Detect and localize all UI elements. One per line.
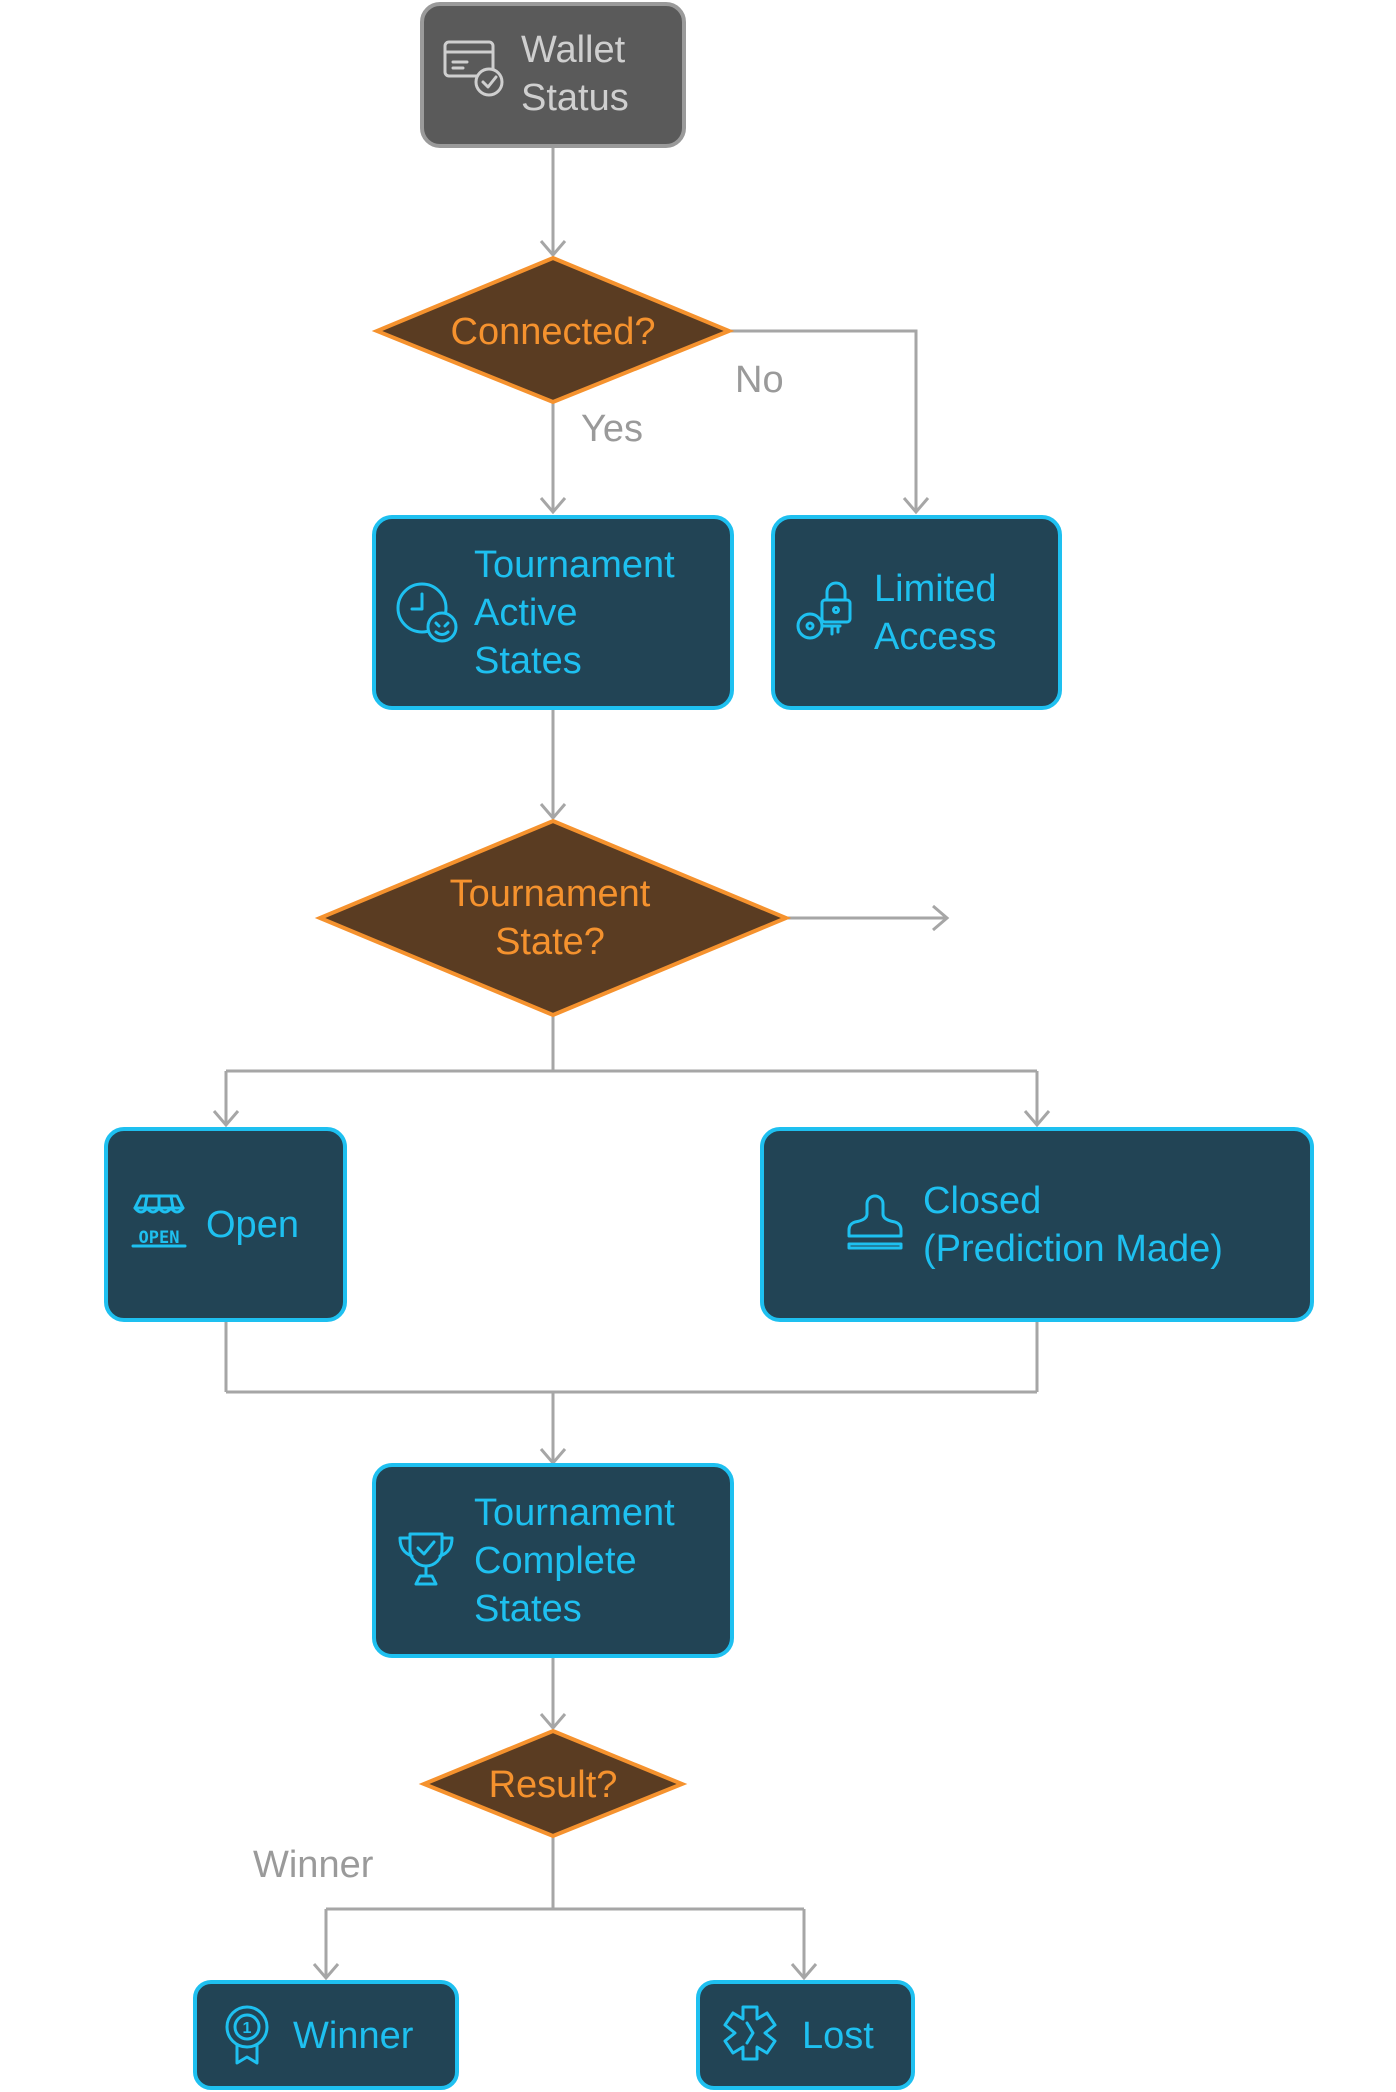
result-diamond <box>418 1728 688 1839</box>
arrowhead <box>1023 1110 1051 1128</box>
connected-diamond <box>371 255 735 405</box>
arrowhead <box>312 1963 340 1981</box>
tournament-complete-line-1: Tournament <box>474 1492 675 1534</box>
key-lock-icon <box>796 581 852 640</box>
tournament-complete-line-3: States <box>474 1588 582 1630</box>
lost-label: Lost <box>802 2015 874 2057</box>
wallet-status-box <box>420 2 686 148</box>
edge-label-winner: Winner <box>253 1844 374 1886</box>
clock-emoji-icon <box>396 582 458 643</box>
decision-connected[interactable]: Connected? <box>371 255 735 405</box>
edge-label-yes: Yes <box>581 408 643 450</box>
edge-merge-to-complete <box>224 1320 1039 1463</box>
connected-label: Connected? <box>451 311 656 353</box>
arrowhead <box>539 240 567 258</box>
edge-result-branch <box>324 1836 806 1978</box>
open-label: Open <box>206 1204 299 1246</box>
limited-access-box <box>771 515 1062 710</box>
edge-label-no: No <box>735 359 784 401</box>
arrowhead <box>539 1713 567 1731</box>
node-wallet-status[interactable]: Wallet Status <box>420 2 686 148</box>
edge-connected-no <box>729 329 918 512</box>
tournament-active-line-3: States <box>474 640 582 682</box>
connectors <box>212 146 1051 1981</box>
winner-box <box>193 1980 459 2090</box>
trophy-check-icon <box>398 1532 454 1586</box>
node-limited-access[interactable]: Limited Access <box>771 515 1062 710</box>
arrowhead <box>539 803 567 821</box>
node-lost[interactable]: Lost <box>696 1980 915 2090</box>
limited-access-line-1: Limited <box>874 568 997 610</box>
node-winner[interactable]: 1 Winner <box>193 1980 459 2090</box>
arrowhead <box>902 497 930 515</box>
tournament-state-line-2: State? <box>495 921 605 963</box>
open-box <box>104 1127 347 1322</box>
arrowhead <box>539 497 567 515</box>
wallet-check-icon <box>443 40 504 97</box>
arrowhead <box>790 1963 818 1981</box>
wallet-status-line-1: Wallet <box>521 29 626 71</box>
decision-tournament-state[interactable]: Tournament State? <box>314 818 792 1018</box>
wallet-status-line-2: Status <box>521 77 629 119</box>
node-tournament-complete-states[interactable]: Tournament Complete States <box>372 1463 734 1658</box>
tournament-active-line-1: Tournament <box>474 544 675 586</box>
tournament-complete-box <box>372 1463 734 1658</box>
decision-result[interactable]: Result? <box>418 1728 688 1839</box>
closed-line-1: Closed <box>923 1180 1041 1222</box>
svg-text:1: 1 <box>243 2020 252 2037</box>
tournament-complete-line-2: Complete <box>474 1540 637 1582</box>
tournament-state-diamond <box>314 818 792 1018</box>
arrowhead <box>212 1110 240 1128</box>
edge-state-branch <box>224 1016 1039 1125</box>
svg-text:OPEN: OPEN <box>139 1228 180 1248</box>
tournament-state-line-1: Tournament <box>450 873 651 915</box>
node-closed[interactable]: Closed (Prediction Made) <box>760 1127 1314 1322</box>
arrowhead <box>932 904 950 932</box>
stamp-icon <box>847 1194 903 1250</box>
tournament-active-line-2: Active <box>474 592 577 634</box>
closed-box <box>760 1127 1314 1322</box>
node-open[interactable]: OPEN Open <box>104 1127 347 1322</box>
tournament-active-box <box>372 515 734 710</box>
node-tournament-active-states[interactable]: Tournament Active States <box>372 515 734 710</box>
broken-badge-icon <box>723 2005 777 2061</box>
open-sign-icon: OPEN <box>131 1194 187 1248</box>
medal-icon: 1 <box>225 2005 269 2065</box>
winner-label: Winner <box>293 2015 414 2057</box>
result-label: Result? <box>489 1764 618 1806</box>
closed-line-2: (Prediction Made) <box>923 1228 1223 1270</box>
limited-access-line-2: Access <box>874 616 996 658</box>
